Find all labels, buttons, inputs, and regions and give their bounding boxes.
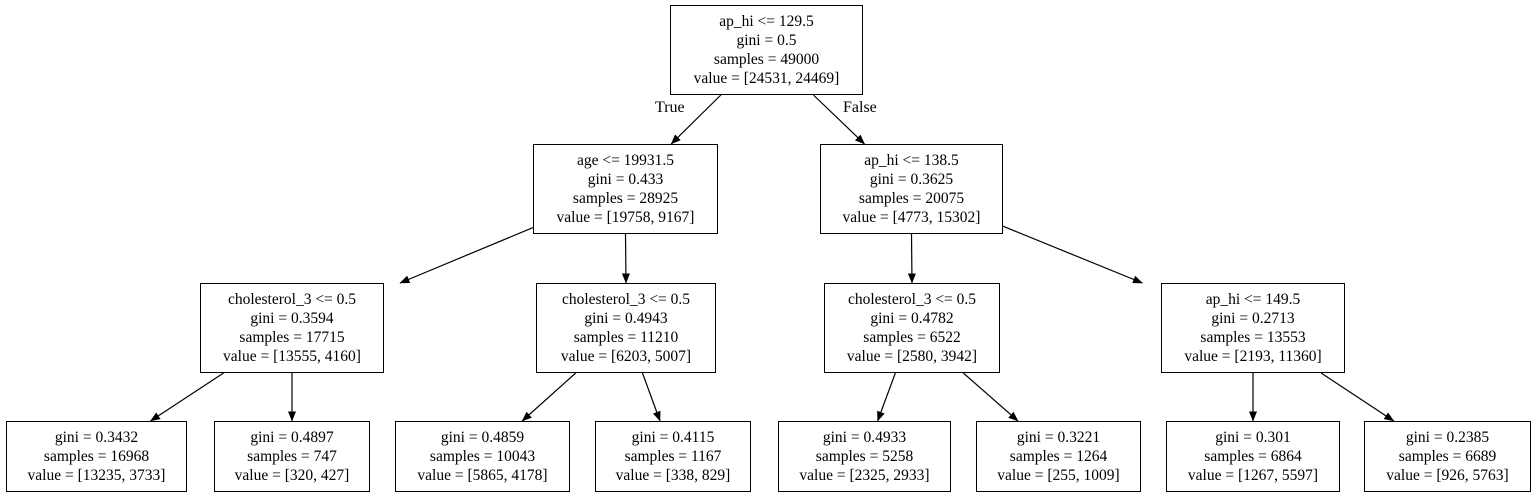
leaf-gini: gini = 0.4859 bbox=[440, 429, 525, 446]
node-samples: samples = 11210 bbox=[573, 329, 679, 346]
node-gini: gini = 0.3594 bbox=[250, 310, 334, 327]
leaf-samples: samples = 747 bbox=[247, 448, 337, 465]
leaf-gini: gini = 0.301 bbox=[1215, 429, 1291, 446]
node-condition: ap_hi <= 129.5 bbox=[719, 13, 814, 30]
tree-leaf-3: gini = 0.4859 samples = 10043 value = [5… bbox=[395, 421, 570, 492]
leaf-value: value = [338, 829] bbox=[615, 467, 731, 484]
tree-leaf-4: gini = 0.4115 samples = 1167 value = [33… bbox=[595, 421, 751, 492]
tree-leaf-8: gini = 0.2385 samples = 6689 value = [92… bbox=[1364, 421, 1531, 492]
edge-rr-rrr bbox=[1320, 372, 1395, 422]
node-value: value = [2193, 11360] bbox=[1184, 348, 1322, 365]
tree-node-root: ap_hi <= 129.5 gini = 0.5 samples = 4900… bbox=[670, 5, 863, 95]
leaf-samples: samples = 6689 bbox=[1398, 448, 1497, 465]
tree-node-left-left: cholesterol_3 <= 0.5 gini = 0.3594 sampl… bbox=[200, 283, 384, 373]
leaf-samples: samples = 6864 bbox=[1204, 448, 1302, 465]
node-condition: cholesterol_3 <= 0.5 bbox=[847, 291, 977, 308]
leaf-samples: samples = 10043 bbox=[429, 448, 536, 465]
tree-leaf-5: gini = 0.4933 samples = 5258 value = [23… bbox=[778, 421, 951, 492]
node-condition: cholesterol_3 <= 0.5 bbox=[561, 291, 691, 308]
tree-leaf-6: gini = 0.3221 samples = 1264 value = [25… bbox=[976, 421, 1141, 492]
node-value: value = [13555, 4160] bbox=[223, 348, 361, 365]
node-value: value = [2580, 3942] bbox=[846, 348, 978, 365]
edge-label-true: True bbox=[655, 99, 685, 116]
leaf-gini: gini = 0.4115 bbox=[631, 429, 715, 446]
node-samples: samples = 28925 bbox=[572, 190, 679, 207]
leaf-gini: gini = 0.4897 bbox=[250, 429, 334, 446]
edge-l-ll bbox=[399, 226, 534, 284]
edge-rl-rll bbox=[877, 372, 896, 422]
tree-node-right-right: ap_hi <= 149.5 gini = 0.2713 samples = 1… bbox=[1161, 283, 1345, 373]
leaf-value: value = [2325, 2933] bbox=[799, 467, 930, 484]
tree-node-right-left: cholesterol_3 <= 0.5 gini = 0.4782 sampl… bbox=[824, 283, 1000, 373]
node-gini: gini = 0.4943 bbox=[584, 310, 668, 327]
leaf-value: value = [13235, 3733] bbox=[27, 467, 166, 484]
tree-leaf-1: gini = 0.3432 samples = 16968 value = [1… bbox=[6, 421, 187, 492]
node-gini: gini = 0.3625 bbox=[869, 171, 954, 188]
node-gini: gini = 0.2713 bbox=[1211, 310, 1295, 327]
edge-root-r bbox=[813, 94, 865, 145]
edge-l-lr bbox=[621, 233, 630, 284]
leaf-samples: samples = 16968 bbox=[43, 448, 150, 465]
tree-leaf-7: gini = 0.301 samples = 6864 value = [126… bbox=[1166, 421, 1340, 492]
tree-leaf-2: gini = 0.4897 samples = 747 value = [320… bbox=[214, 421, 370, 492]
node-samples: samples = 13553 bbox=[1200, 329, 1306, 346]
node-value: value = [19758, 9167] bbox=[556, 209, 695, 226]
node-value: value = [6203, 5007] bbox=[560, 348, 692, 365]
edge-rl-rlr bbox=[962, 372, 1019, 422]
node-samples: samples = 17715 bbox=[239, 329, 345, 346]
edge-ll-lll bbox=[150, 372, 224, 422]
leaf-value: value = [320, 427] bbox=[234, 467, 350, 484]
leaf-gini: gini = 0.2385 bbox=[1405, 429, 1490, 446]
node-condition: cholesterol_3 <= 0.5 bbox=[227, 291, 357, 308]
node-condition: ap_hi <= 149.5 bbox=[1205, 291, 1301, 308]
node-value: value = [4773, 15302] bbox=[842, 209, 981, 226]
leaf-gini: gini = 0.3432 bbox=[54, 429, 139, 446]
node-samples: samples = 20075 bbox=[858, 190, 965, 207]
leaf-samples: samples = 5258 bbox=[815, 448, 914, 465]
node-value: value = [24531, 24469] bbox=[693, 70, 840, 87]
node-samples: samples = 49000 bbox=[713, 51, 820, 68]
leaf-value: value = [1267, 5597] bbox=[1187, 467, 1319, 484]
node-gini: gini = 0.433 bbox=[587, 171, 664, 188]
leaf-samples: samples = 1167 bbox=[624, 448, 722, 465]
edge-r-rr bbox=[1002, 225, 1143, 284]
edge-root-l bbox=[670, 94, 722, 145]
node-gini: gini = 0.5 bbox=[736, 32, 797, 49]
node-samples: samples = 6522 bbox=[863, 329, 961, 346]
leaf-value: value = [926, 5763] bbox=[1386, 467, 1509, 484]
leaf-value: value = [255, 1009] bbox=[997, 467, 1120, 484]
edge-lr-lrr bbox=[641, 372, 661, 422]
node-gini: gini = 0.4782 bbox=[870, 310, 954, 327]
leaf-gini: gini = 0.4933 bbox=[822, 429, 907, 446]
node-condition: age <= 19931.5 bbox=[576, 152, 675, 169]
edge-label-false: False bbox=[843, 99, 877, 116]
leaf-gini: gini = 0.3221 bbox=[1016, 429, 1101, 446]
node-condition: ap_hi <= 138.5 bbox=[864, 152, 959, 169]
tree-node-left: age <= 19931.5 gini = 0.433 samples = 28… bbox=[533, 144, 718, 234]
leaf-samples: samples = 1264 bbox=[1009, 448, 1108, 465]
edge-r-rl bbox=[907, 233, 916, 284]
edge-lr-lrl bbox=[521, 372, 577, 422]
leaf-value: value = [5865, 4178] bbox=[417, 467, 548, 484]
tree-node-right: ap_hi <= 138.5 gini = 0.3625 samples = 2… bbox=[820, 144, 1003, 234]
tree-node-left-right: cholesterol_3 <= 0.5 gini = 0.4943 sampl… bbox=[536, 283, 716, 373]
